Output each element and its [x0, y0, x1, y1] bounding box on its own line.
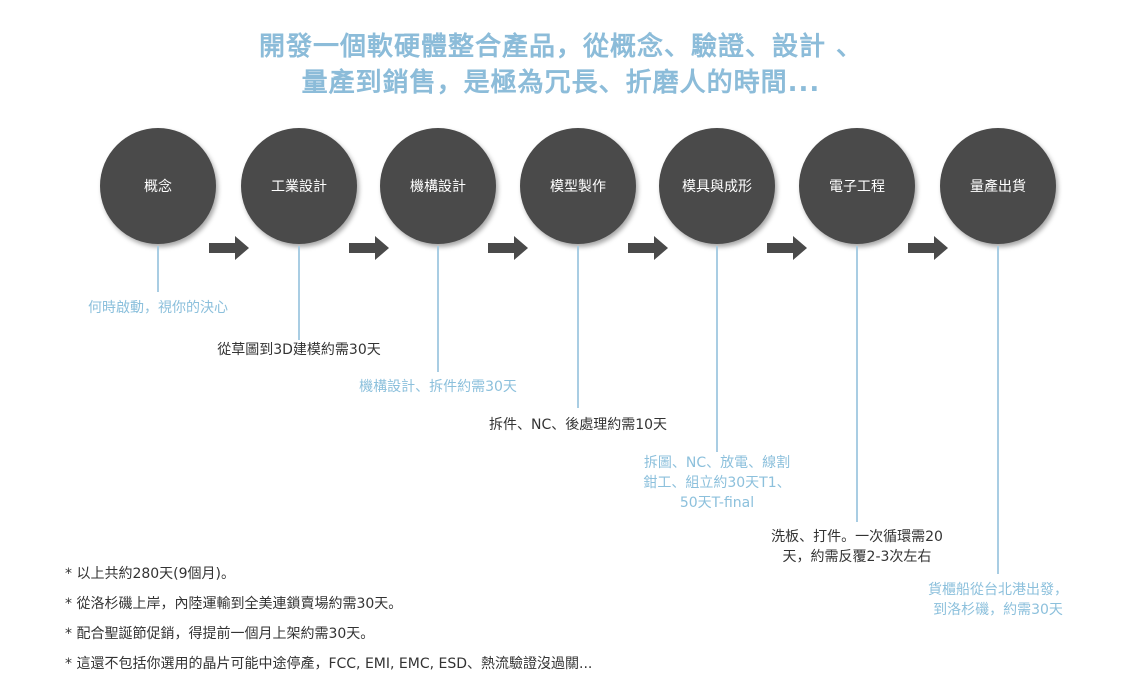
stage-description: 拆件、NC、後處理約需10天: [489, 415, 667, 435]
arrow-right-icon: [488, 236, 528, 260]
description-line: 天，約需反覆2-3次左右: [782, 549, 932, 565]
connector-line: [577, 246, 579, 408]
stage-label: 模型製作: [550, 179, 606, 195]
footnote: * 這還不包括你選用的晶片可能中途停產，FCC, EMI, EMC, ESD、熱…: [65, 656, 593, 672]
stage-description: 拆圖、NC、放電、線割鉗工、組立約30天T1、 50天T-final: [643, 453, 790, 513]
description-line: 機構設計、拆件約需30天: [359, 379, 517, 395]
footnote: * 配合聖誕節促銷，得提前一個月上架約需30天。: [65, 626, 375, 642]
stage-circle: 機構設計: [380, 128, 496, 244]
description-line: 拆圖、NC、放電、線割: [643, 455, 791, 471]
stage-label: 模具與成形: [682, 179, 752, 195]
stage-description: 何時啟動，視你的決心: [88, 298, 228, 318]
footnote: * 以上共約280天(9個月)。: [65, 566, 236, 582]
stage-circle: 模型製作: [520, 128, 636, 244]
stage-circle: 模具與成形: [659, 128, 775, 244]
arrow-right-icon: [907, 236, 948, 260]
stage-label: 工業設計: [271, 179, 327, 195]
arrow-right-icon: [627, 236, 668, 260]
stage-description: 機構設計、拆件約需30天: [359, 377, 517, 397]
description-line: 洗板、打件。一次循環需20: [771, 529, 943, 545]
arrow-right-icon: [208, 236, 249, 260]
stage-circle: 電子工程: [799, 128, 915, 244]
connector-line: [997, 246, 999, 574]
title-line-2: 量產到銷售，是極為冗長、折磨人的時間...: [301, 68, 821, 98]
title-line-1: 開發一個軟硬體整合產品，從概念、驗證、設計 、: [258, 32, 864, 62]
arrow-right-icon: [348, 236, 389, 260]
description-line: 貨櫃船從台北港出發，: [928, 582, 1068, 598]
stage-label: 機構設計: [410, 179, 466, 195]
arrow-right-icon: [767, 236, 807, 260]
stage-label: 概念: [144, 179, 172, 195]
stage-description: 洗板、打件。一次循環需20 天，約需反覆2-3次左右: [771, 527, 943, 567]
connector-line: [437, 246, 439, 372]
description-line: 到洛杉磯，約需30天: [933, 602, 1063, 618]
stage-circle: 工業設計: [241, 128, 357, 244]
connector-line: [856, 246, 858, 522]
stage-description: 貨櫃船從台北港出發， 到洛杉磯，約需30天: [928, 580, 1068, 620]
stage-description: 從草圖到3D建模約需30天: [217, 340, 381, 360]
connector-line: [157, 246, 159, 292]
description-line: 拆件、NC、後處理約需10天: [488, 417, 668, 433]
description-line: 鉗工、組立約30天T1、: [643, 475, 791, 491]
description-line: 從草圖到3D建模約需30天: [217, 342, 381, 358]
stage-circle: 量產出貨: [940, 128, 1056, 244]
stage-circle: 概念: [100, 128, 216, 244]
stage-label: 量產出貨: [970, 179, 1026, 195]
footnote: * 從洛杉磯上岸，內陸運輸到全美連鎖賣場約需30天。: [65, 596, 403, 612]
description-line: 何時啟動，視你的決心: [88, 300, 228, 316]
description-line: 50天T-final: [679, 495, 755, 511]
stage-label: 電子工程: [829, 179, 885, 195]
connector-line: [298, 246, 300, 340]
connector-line: [716, 246, 718, 452]
